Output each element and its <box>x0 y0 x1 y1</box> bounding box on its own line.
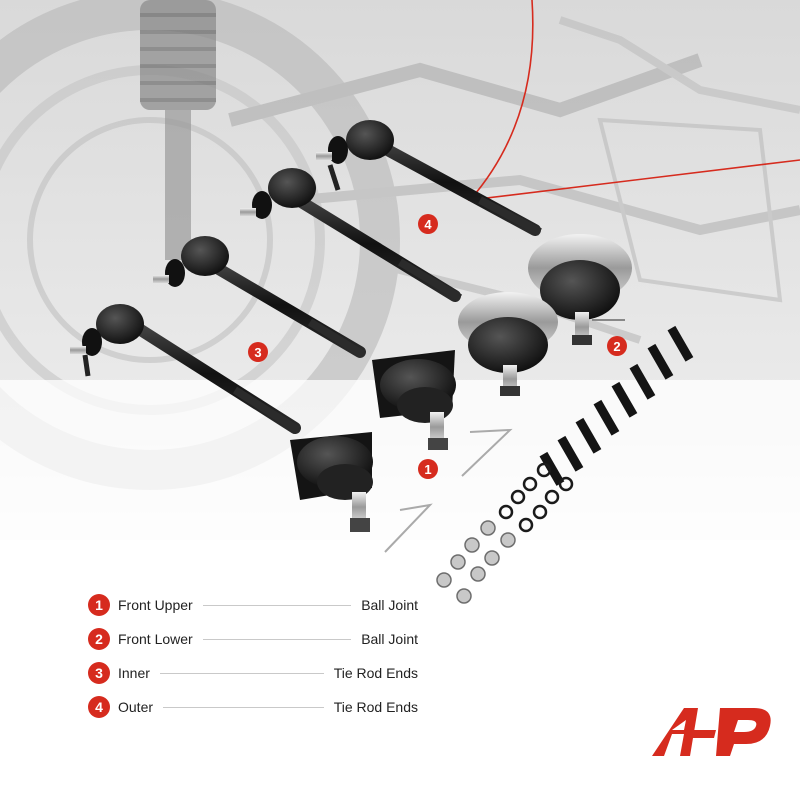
legend-row-3: 3 Inner Tie Rod Ends <box>88 656 418 690</box>
legend-part-type: Ball Joint <box>361 631 418 647</box>
legend-part-type: Tie Rod Ends <box>333 699 418 715</box>
legend-part-type: Tie Rod Ends <box>333 665 418 681</box>
legend-row-1: 1 Front Upper Ball Joint <box>88 588 418 622</box>
callout-2: 2 <box>607 336 627 356</box>
callout-4: 4 <box>418 214 438 234</box>
a-premium-logo-icon <box>652 708 771 756</box>
legend-row-4: 4 Outer Tie Rod Ends <box>88 690 418 724</box>
legend-part-name: Front Upper <box>118 597 193 613</box>
callout-3: 3 <box>248 342 268 362</box>
leader-line <box>163 706 324 708</box>
parts-legend: 1 Front Upper Ball Joint 2 Front Lower B… <box>88 588 418 724</box>
legend-badge: 4 <box>88 696 110 718</box>
legend-badge: 3 <box>88 662 110 684</box>
legend-badge: 2 <box>88 628 110 650</box>
legend-part-name: Inner <box>118 665 150 681</box>
leader-line <box>202 604 352 606</box>
legend-row-2: 2 Front Lower Ball Joint <box>88 622 418 656</box>
leader-line <box>159 672 324 674</box>
legend-part-name: Outer <box>118 699 154 715</box>
legend-part-type: Ball Joint <box>361 597 418 613</box>
legend-badge: 1 <box>88 594 110 616</box>
callout-1: 1 <box>418 459 438 479</box>
legend-part-name: Front Lower <box>118 631 193 647</box>
leader-line <box>202 638 352 640</box>
